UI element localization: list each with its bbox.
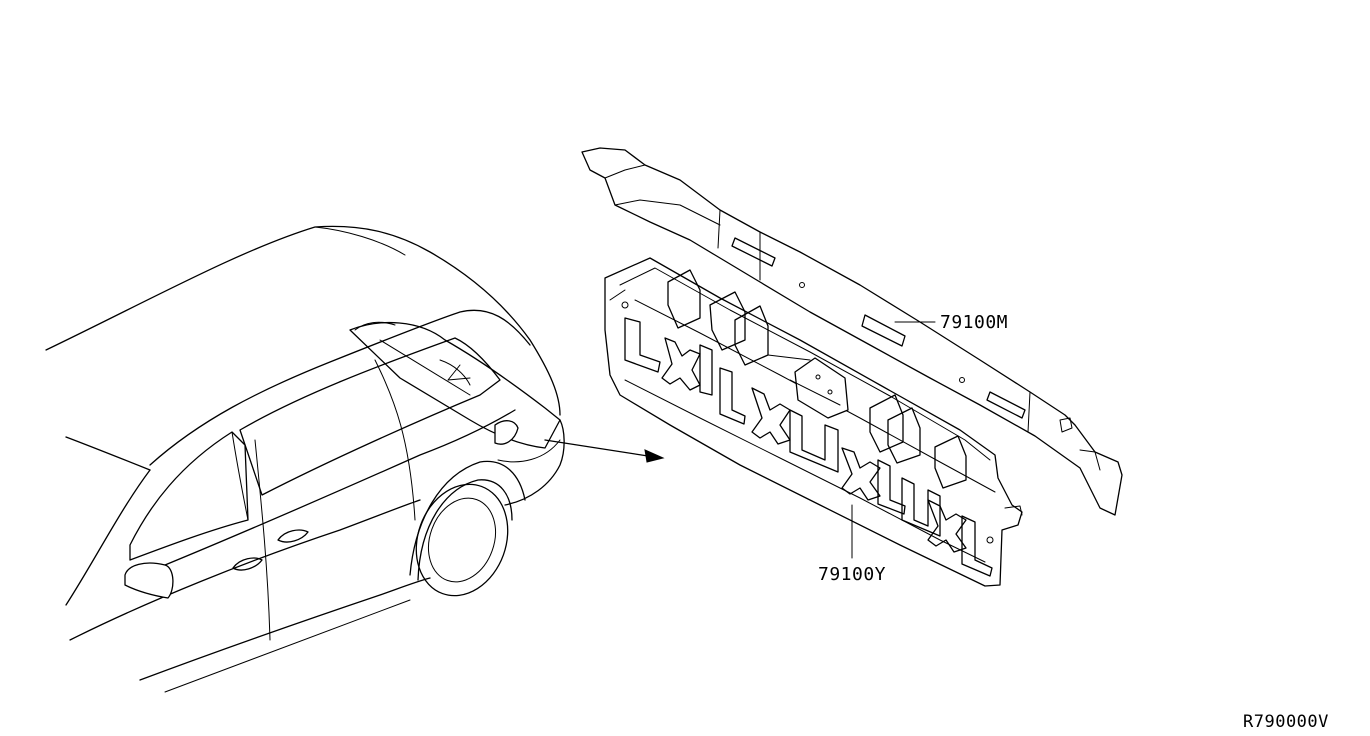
callout-arrow xyxy=(544,439,665,463)
vehicle-illustration xyxy=(45,225,565,693)
callout-79100Y: 79100Y xyxy=(818,504,886,585)
rear-panel-upper-part xyxy=(581,147,1123,516)
diagram-reference-code: R790000V xyxy=(1243,712,1329,732)
callout-79100M: 79100M xyxy=(894,312,1008,333)
part-number-79100M: 79100M xyxy=(940,312,1008,333)
part-number-79100Y: 79100Y xyxy=(818,564,886,585)
rear-panel-lower-part xyxy=(604,257,1023,587)
